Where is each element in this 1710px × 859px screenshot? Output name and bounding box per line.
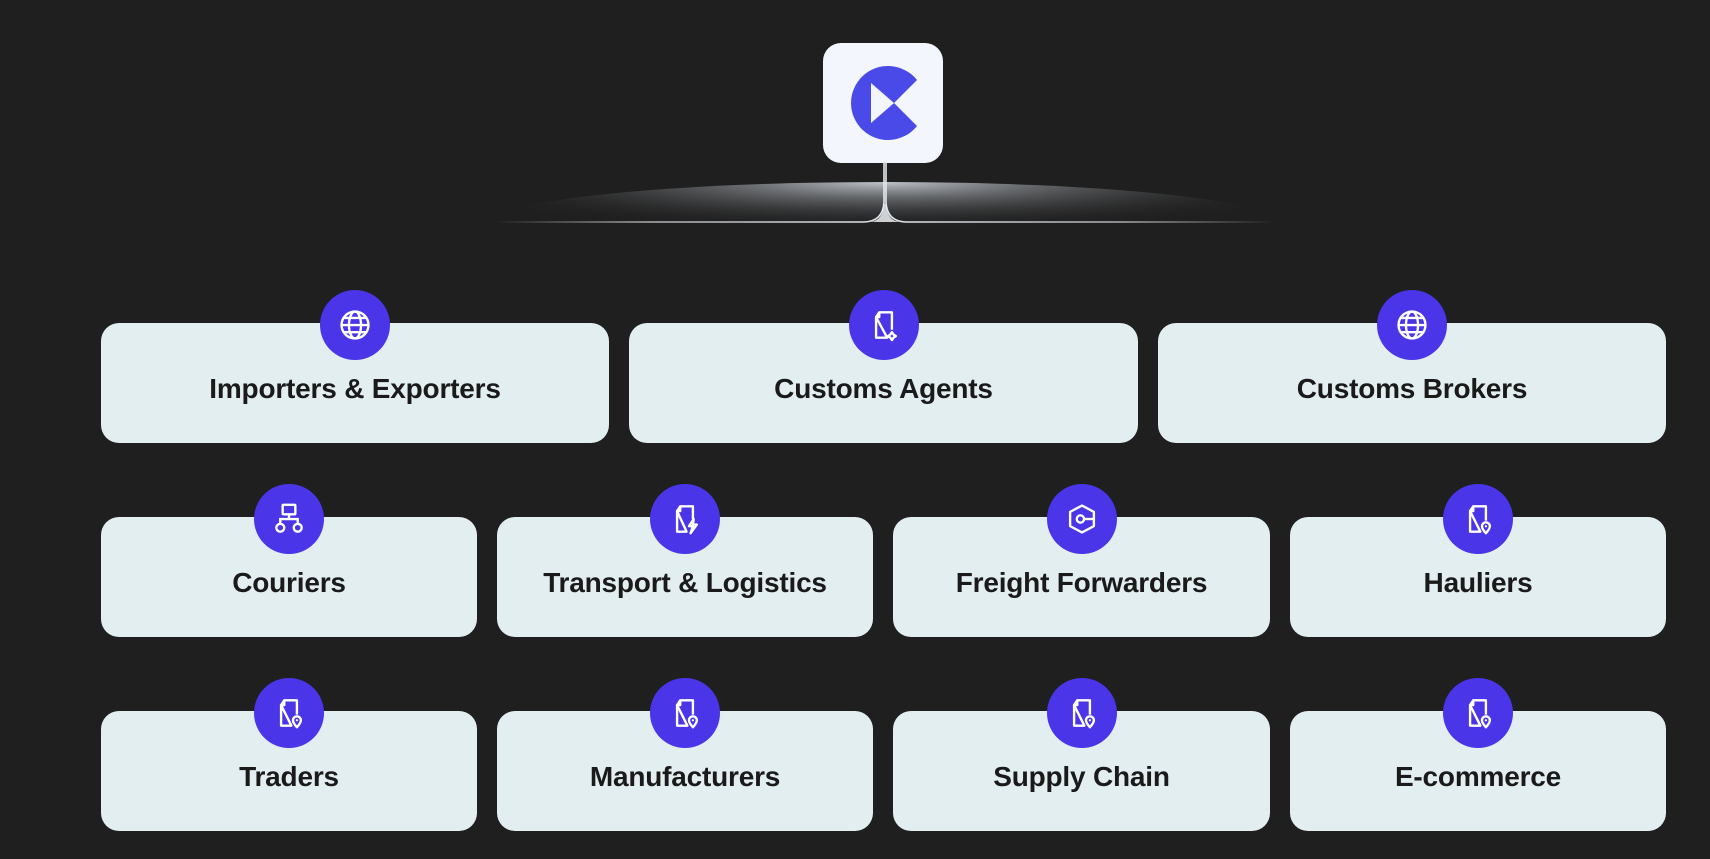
network-hierarchy-icon	[254, 484, 324, 554]
document-location-icon	[650, 678, 720, 748]
card-customs-brokers[interactable]: Customs Brokers	[1158, 290, 1666, 443]
document-location-icon	[1443, 484, 1513, 554]
globe-icon	[1377, 290, 1447, 360]
document-sparkle-icon	[848, 290, 919, 360]
card-label: Transport & Logistics	[543, 567, 827, 598]
document-location-icon	[1443, 678, 1513, 748]
card-label: Importers & Exporters	[209, 373, 501, 404]
hub-connector	[495, 161, 1275, 262]
hexagon-nut-icon	[1046, 484, 1117, 554]
card-manufacturers[interactable]: Manufacturers	[497, 678, 873, 831]
card-label: Supply Chain	[993, 761, 1170, 792]
card-importers-and-exporters[interactable]: Importers & Exporters	[101, 290, 609, 443]
play-c-logo-icon	[851, 66, 917, 140]
card-couriers[interactable]: Couriers	[101, 484, 477, 637]
card-label: E-commerce	[1394, 761, 1562, 792]
card-traders[interactable]: Traders	[101, 678, 477, 831]
card-freight-forwarders[interactable]: Freight Forwarders	[893, 484, 1270, 637]
card-label: Customs Brokers	[1296, 373, 1528, 404]
card-label: Traders	[239, 761, 339, 792]
card-label: Couriers	[232, 567, 346, 598]
card-transport-and-logistics[interactable]: Transport & Logistics	[497, 484, 873, 637]
card-label: Hauliers	[1423, 567, 1533, 598]
card-label: Freight Forwarders	[955, 567, 1208, 598]
card-customs-agents[interactable]: Customs Agents	[629, 290, 1138, 443]
card-label: Customs Agents	[774, 373, 993, 404]
globe-icon	[320, 290, 390, 360]
card-hauliers[interactable]: Hauliers	[1290, 484, 1666, 637]
card-label: Manufacturers	[589, 761, 781, 792]
logo-tile	[823, 43, 943, 163]
document-lightning-icon	[650, 484, 720, 554]
card-supply-chain[interactable]: Supply Chain	[893, 678, 1270, 831]
card-e-commerce[interactable]: E-commerce	[1290, 678, 1666, 831]
document-location-icon	[254, 678, 324, 748]
connector-line	[495, 161, 1275, 223]
document-location-icon	[1046, 678, 1117, 748]
